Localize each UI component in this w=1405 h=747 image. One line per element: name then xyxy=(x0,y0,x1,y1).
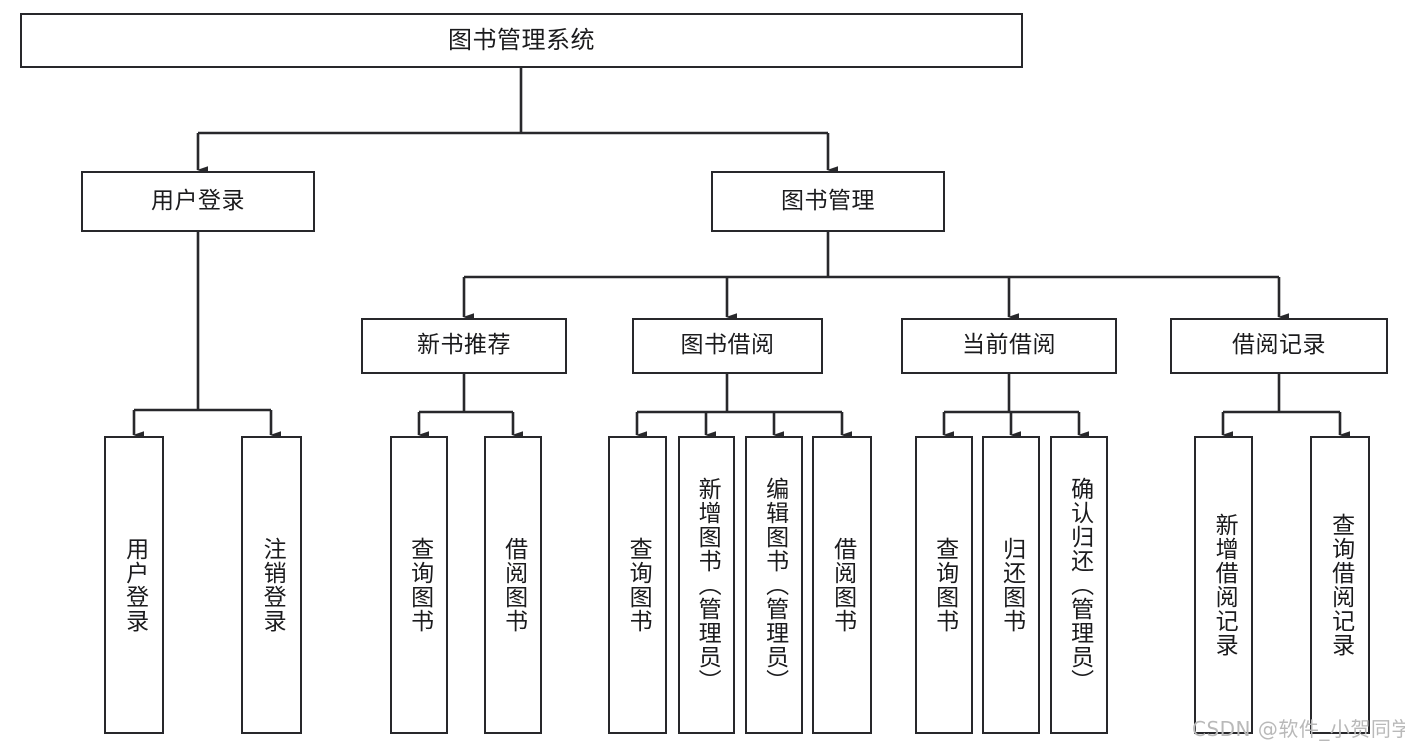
tree-node[interactable]: 新书推荐 xyxy=(361,318,567,374)
node-label: 图书借阅 xyxy=(680,332,775,359)
tree-node[interactable]: 注销登录 xyxy=(241,436,302,734)
node-label: 新书推荐 xyxy=(417,332,511,359)
tree-node[interactable]: 确认归还（管理员） xyxy=(1050,436,1108,734)
tree-node[interactable]: 查询图书 xyxy=(390,436,448,734)
tree-node[interactable]: 用户登录 xyxy=(104,436,164,734)
node-label: 查询图书 xyxy=(625,537,652,633)
root-node[interactable]: 图书管理系统 xyxy=(20,13,1023,68)
tree-node[interactable]: 图书借阅 xyxy=(632,318,823,374)
tree-node[interactable]: 用户登录 xyxy=(81,171,315,232)
tree-node[interactable]: 借阅记录 xyxy=(1170,318,1388,374)
node-label: 新增借阅记录 xyxy=(1211,513,1238,657)
tree-node[interactable]: 查询图书 xyxy=(915,436,973,734)
tree-node[interactable]: 新增图书（管理员） xyxy=(678,436,735,734)
node-label: 确认归还（管理员） xyxy=(1066,477,1093,693)
node-label: 当前借阅 xyxy=(962,332,1056,359)
node-label: 图书管理 xyxy=(781,187,875,214)
connector-lines xyxy=(132,68,1350,439)
node-label: 查询图书 xyxy=(406,537,433,633)
node-label: 图书管理系统 xyxy=(448,26,595,55)
node-label: 新增图书（管理员） xyxy=(694,477,721,693)
tree-node[interactable]: 新增借阅记录 xyxy=(1194,436,1253,734)
node-label: 归还图书 xyxy=(998,537,1025,633)
tree-node[interactable]: 查询借阅记录 xyxy=(1310,436,1370,734)
node-label: 借阅记录 xyxy=(1232,332,1326,359)
node-label: 借阅图书 xyxy=(500,537,527,633)
tree-node[interactable]: 借阅图书 xyxy=(484,436,542,734)
tree-node[interactable]: 图书管理 xyxy=(711,171,945,232)
node-label: 编辑图书（管理员） xyxy=(761,477,788,693)
node-label: 用户登录 xyxy=(121,537,148,633)
tree-node[interactable]: 当前借阅 xyxy=(901,318,1117,374)
tree-node[interactable]: 归还图书 xyxy=(982,436,1040,734)
node-label: 用户登录 xyxy=(151,187,245,214)
node-label: 注销登录 xyxy=(259,537,286,633)
node-label: 查询图书 xyxy=(931,537,958,633)
node-label: 借阅图书 xyxy=(829,537,856,633)
tree-node[interactable]: 编辑图书（管理员） xyxy=(745,436,803,734)
tree-node[interactable]: 查询图书 xyxy=(608,436,667,734)
tree-node[interactable]: 借阅图书 xyxy=(812,436,872,734)
node-label: 查询借阅记录 xyxy=(1327,513,1354,657)
